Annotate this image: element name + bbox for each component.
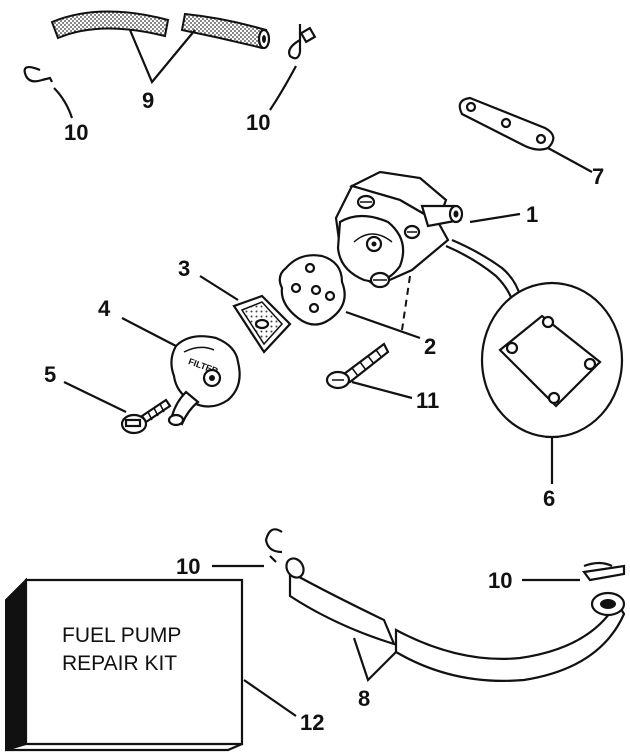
gasket-plate (458, 96, 555, 151)
leader-5 (63, 381, 127, 413)
callout-6: 6 (543, 486, 555, 511)
callout-11: 11 (416, 388, 439, 413)
callout-10-bottom-right: 10 (488, 568, 512, 593)
clamp-bottom-right (582, 561, 626, 582)
callout-10-top-right: 10 (246, 110, 270, 135)
pump-screw (325, 342, 390, 390)
callout-1: 1 (526, 202, 538, 227)
diaphragm (278, 254, 346, 326)
leader-11 (351, 380, 413, 400)
mounting-gasket (480, 281, 624, 439)
callout-2: 2 (424, 334, 436, 359)
callout-12: 12 (300, 710, 324, 735)
leader-12 (243, 679, 297, 717)
leader-4 (121, 317, 177, 347)
leader-2 (345, 310, 421, 340)
filter-cover: FILTER (167, 335, 241, 427)
callout-3: 3 (178, 256, 190, 281)
leader-8 (352, 637, 397, 683)
filter-screen (232, 294, 292, 354)
leader-3 (199, 275, 239, 301)
callout-9: 9 (142, 88, 154, 113)
callout-10-top-left: 10 (64, 120, 88, 145)
callout-4: 4 (98, 296, 111, 321)
fuel-pump (334, 170, 522, 331)
repair-kit-box: FUEL PUMP REPAIR KIT (5, 577, 244, 752)
cover-screw (120, 398, 172, 435)
leader-7 (547, 147, 593, 173)
kit-label-line2: REPAIR KIT (62, 652, 177, 675)
callout-10-bottom-left: 10 (176, 554, 200, 579)
clamp-bottom-left (264, 528, 283, 563)
callout-8: 8 (358, 686, 370, 711)
leaders-top (53, 29, 297, 119)
callout-5: 5 (44, 362, 56, 387)
callout-7: 7 (592, 164, 604, 189)
upper-fuel-hose (50, 10, 271, 50)
clamp-top-left (23, 65, 53, 83)
clamp-top-right (288, 24, 317, 60)
leader-1 (469, 212, 521, 224)
kit-label-line1: FUEL PUMP (62, 624, 181, 647)
lower-fuel-hose (285, 557, 626, 682)
